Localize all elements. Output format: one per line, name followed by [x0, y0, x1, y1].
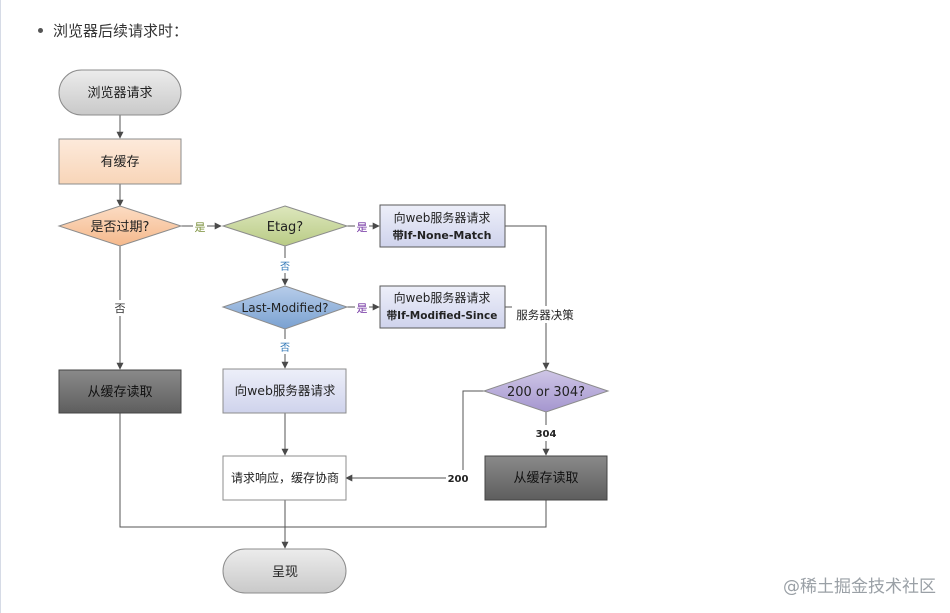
- etag-yes-bg: [355, 218, 369, 234]
- bullet-item: 浏览器后续请求时：: [38, 20, 188, 41]
- server-decides-bg: [512, 306, 578, 323]
- expired-no-label: 否: [115, 302, 126, 315]
- request-inm-line1: 向web服务器请求: [394, 210, 491, 225]
- negotiate-label: 请求响应，缓存协商: [231, 470, 339, 485]
- request-ims-line1: 向web服务器请求: [394, 290, 491, 305]
- read-cache-right-node: [484, 455, 608, 501]
- negotiate-node: [222, 455, 347, 501]
- request-ims-node: [379, 285, 506, 329]
- expired-decision: [57, 205, 183, 247]
- last-modified-label: Last-Modified?: [242, 301, 329, 315]
- request-ims-line2: 带If-Modified-Since: [387, 309, 498, 322]
- etag-no-label: 否: [280, 261, 290, 273]
- lm-no-label: 否: [280, 342, 290, 354]
- has-cache-node: [58, 138, 182, 185]
- lm-yes-label: 是: [357, 302, 368, 315]
- arrow-200: [345, 390, 484, 482]
- arrow-inm-to-decision: [505, 225, 550, 370]
- section-heading: 浏览器后续请求时：: [53, 22, 189, 40]
- watermark: @稀土掘金技术社区: [783, 577, 936, 597]
- page-left-border: [0, 0, 1, 613]
- request-plain-label: 向web服务器请求: [235, 383, 336, 398]
- code-decision-label: 200 or 304?: [507, 385, 585, 400]
- etag-no-bg: [278, 258, 292, 273]
- read-cache-left-node: [58, 369, 182, 414]
- read-cache-left-label: 从缓存读取: [87, 385, 152, 400]
- line-left-cache-to-render: [119, 413, 285, 528]
- server-decides-label: 服务器决策: [516, 308, 574, 322]
- render-node: [222, 548, 347, 594]
- bullet-dot-icon: [38, 28, 43, 33]
- code-200-label: 200: [448, 474, 469, 485]
- request-inm-node: [379, 204, 506, 248]
- has-cache-label: 有缓存: [100, 155, 139, 170]
- read-cache-right-label: 从缓存读取: [513, 471, 578, 486]
- code-304-bg: [534, 425, 558, 441]
- last-modified-decision: [221, 285, 349, 330]
- line-right-cache-to-render: [285, 500, 547, 528]
- request-plain-node: [222, 368, 347, 414]
- etag-decision-label: Etag?: [267, 220, 303, 235]
- render-label: 呈现: [272, 565, 298, 580]
- expired-yes-label: 是: [195, 221, 206, 234]
- start-node: [58, 69, 182, 116]
- code-200-bg: [446, 470, 470, 486]
- etag-decision: [221, 205, 349, 247]
- etag-yes-label: 是: [357, 221, 368, 234]
- expired-yes-bg: [193, 218, 207, 234]
- lm-yes-bg: [355, 299, 369, 315]
- request-inm-line2: 带If-None-Match: [393, 228, 492, 242]
- lm-no-bg: [278, 339, 292, 354]
- start-node-label: 浏览器请求: [87, 85, 152, 101]
- code-304-label: 304: [536, 429, 557, 440]
- expired-decision-label: 是否过期?: [91, 220, 150, 235]
- code-decision: [482, 369, 610, 413]
- expired-no-bg: [112, 300, 128, 316]
